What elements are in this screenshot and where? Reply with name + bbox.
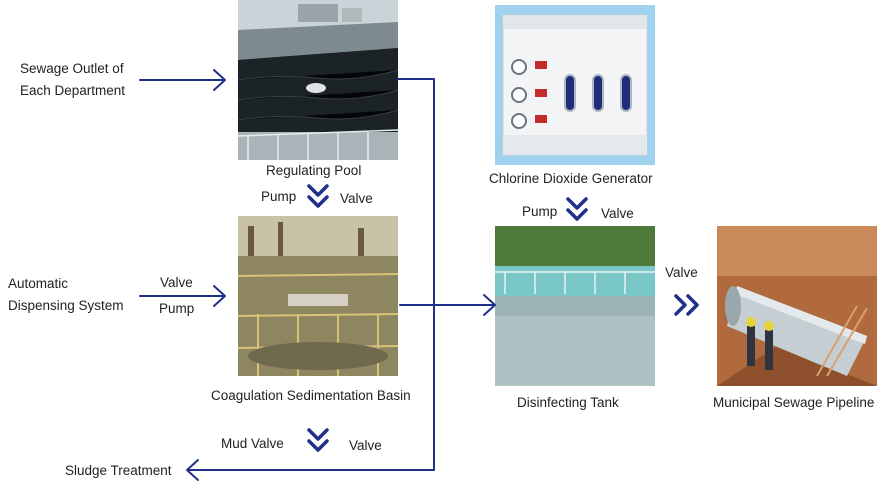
double-chevron-down-icon: [307, 428, 329, 452]
auto-dispensing-label-line1: Automatic: [8, 276, 69, 291]
double-chevron-right-icon: [674, 294, 699, 316]
sewage-outlet-label-line2: Each Department: [20, 83, 126, 98]
sewage-outlet-label-line1: Sewage Outlet of: [20, 61, 124, 76]
sludge-treatment-label: Sludge Treatment: [65, 463, 172, 478]
disinfecting-tank-label: Disinfecting Tank: [517, 395, 619, 410]
auto-dispensing-label-line2: Dispensing System: [8, 298, 124, 313]
regulating-pool-photo: [238, 0, 398, 160]
coagulation-basin-photo: [238, 216, 398, 376]
arrow-left-icon: [186, 459, 199, 481]
arrow-right-icon: [139, 285, 226, 307]
valve-label: Valve: [601, 206, 634, 221]
pump-label: Pump: [261, 189, 297, 204]
coagulation-basin-label: Coagulation Sedimentation Basin: [211, 388, 411, 403]
valve-label: Valve: [665, 265, 698, 280]
chlorine-generator-photo: [495, 5, 655, 165]
pump-label: Pump: [159, 301, 195, 316]
arrow-right-icon: [399, 294, 496, 316]
municipal-pipeline-label: Municipal Sewage Pipeline: [713, 395, 875, 410]
valve-label: Valve: [160, 275, 193, 290]
disinfecting-tank-photo: [495, 226, 655, 386]
municipal-pipeline-photo: [717, 226, 877, 386]
connector-line: [187, 78, 435, 471]
valve-label: Valve: [349, 438, 382, 453]
double-chevron-down-icon: [307, 184, 329, 208]
mud-valve-label: Mud Valve: [221, 436, 284, 451]
chlorine-generator-label: Chlorine Dioxide Generator: [489, 171, 653, 186]
double-chevron-down-icon: [566, 197, 588, 221]
valve-label: Valve: [340, 191, 373, 206]
arrow-right-icon: [139, 69, 226, 91]
regulating-pool-label: Regulating Pool: [266, 163, 362, 178]
pump-label: Pump: [522, 204, 558, 219]
